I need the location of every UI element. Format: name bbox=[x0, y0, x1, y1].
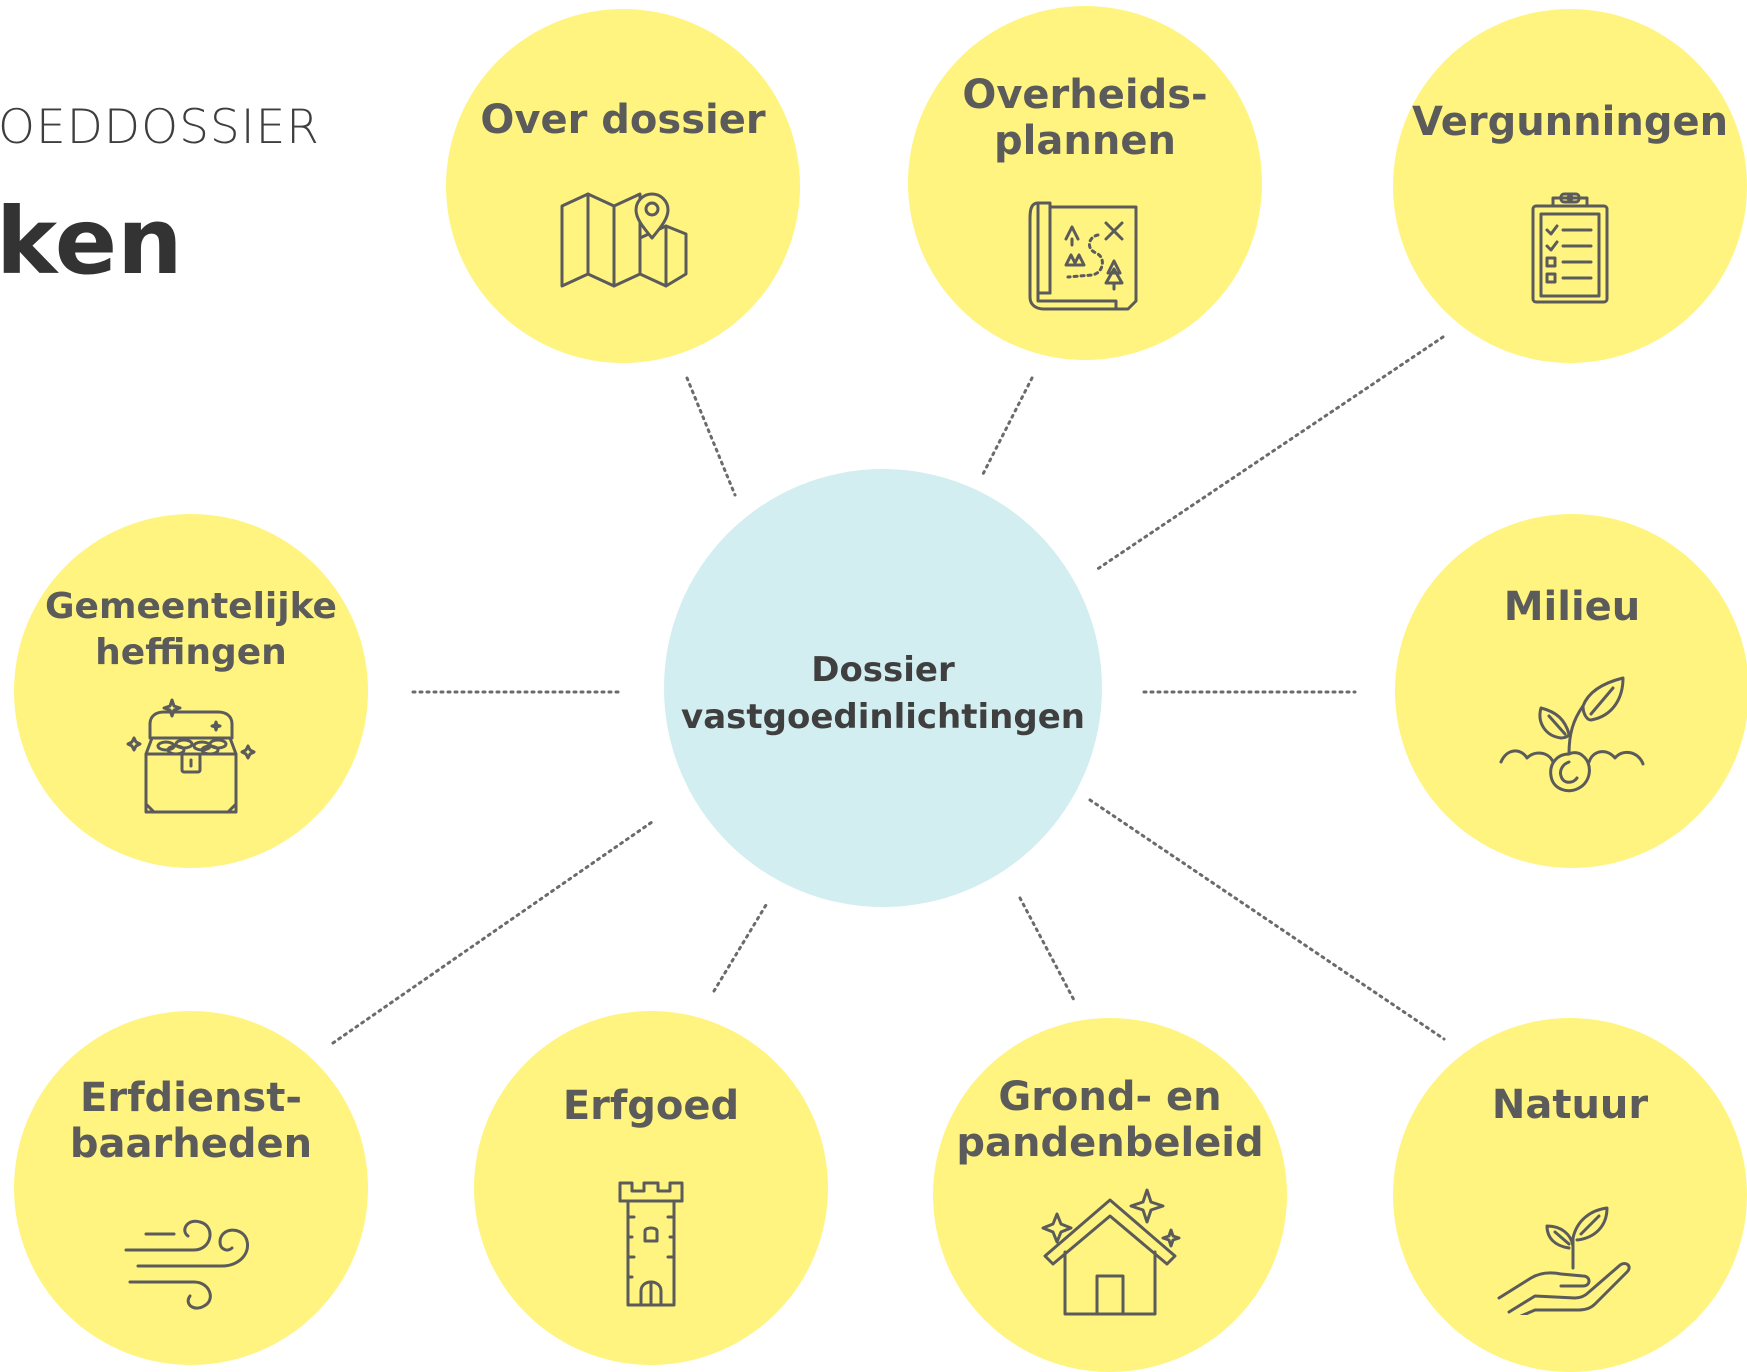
node-label: Overheids- plannen bbox=[962, 72, 1208, 164]
header-subtitle: OEDDOSSIER bbox=[0, 100, 320, 155]
connector-vergunningen bbox=[1094, 335, 1445, 572]
connector-overheidsplannen bbox=[980, 376, 1034, 478]
center-node[interactable]: Dossier vastgoedinlichtingen bbox=[664, 469, 1102, 907]
treasure-map-icon bbox=[1010, 189, 1160, 324]
node-label: Gemeentelijke heffingen bbox=[45, 586, 337, 673]
node-label: Over dossier bbox=[480, 97, 766, 143]
treasure-chest-icon bbox=[116, 694, 266, 829]
clipboard-checklist-icon bbox=[1495, 192, 1645, 327]
sprout-icon bbox=[1497, 664, 1647, 799]
node-label: Grond- en pandenbeleid bbox=[956, 1074, 1264, 1166]
node-over-dossier[interactable]: Over dossier bbox=[446, 9, 800, 363]
node-label: Milieu bbox=[1503, 584, 1641, 630]
connector-erfgoed bbox=[712, 903, 768, 993]
node-natuur[interactable]: Natuur bbox=[1393, 1018, 1747, 1372]
node-label: Erfgoed bbox=[562, 1083, 740, 1129]
hand-plant-icon bbox=[1495, 1180, 1645, 1315]
node-gemeentelijke-heffingen[interactable]: Gemeentelijke heffingen bbox=[14, 514, 368, 868]
node-label: Natuur bbox=[1491, 1082, 1649, 1128]
node-milieu[interactable]: Milieu bbox=[1395, 514, 1747, 868]
header-title: ken bbox=[0, 188, 183, 295]
connector-erfdienstbaarheden bbox=[331, 820, 654, 1045]
node-erfgoed[interactable]: Erfgoed bbox=[474, 1011, 828, 1365]
connector-over-dossier bbox=[685, 376, 737, 497]
map-pin-icon bbox=[548, 174, 698, 309]
node-overheidsplannen[interactable]: Overheids- plannen bbox=[908, 6, 1262, 360]
node-vergunningen[interactable]: Vergunningen bbox=[1393, 9, 1747, 363]
connector-grond-pandenbeleid bbox=[1018, 896, 1077, 1004]
connector-natuur bbox=[1088, 798, 1446, 1041]
node-erfdienstbaarheden[interactable]: Erfdienst- baarheden bbox=[14, 1011, 368, 1365]
node-grond-pandenbeleid[interactable]: Grond- en pandenbeleid bbox=[933, 1018, 1287, 1372]
wind-icon bbox=[116, 1196, 266, 1331]
house-sparkle-icon bbox=[1035, 1186, 1185, 1321]
node-label: Erfdienst- baarheden bbox=[69, 1075, 313, 1167]
tower-icon bbox=[576, 1177, 726, 1312]
node-label: Vergunningen bbox=[1411, 99, 1729, 145]
center-label: Dossier vastgoedinlichtingen bbox=[681, 650, 1085, 737]
